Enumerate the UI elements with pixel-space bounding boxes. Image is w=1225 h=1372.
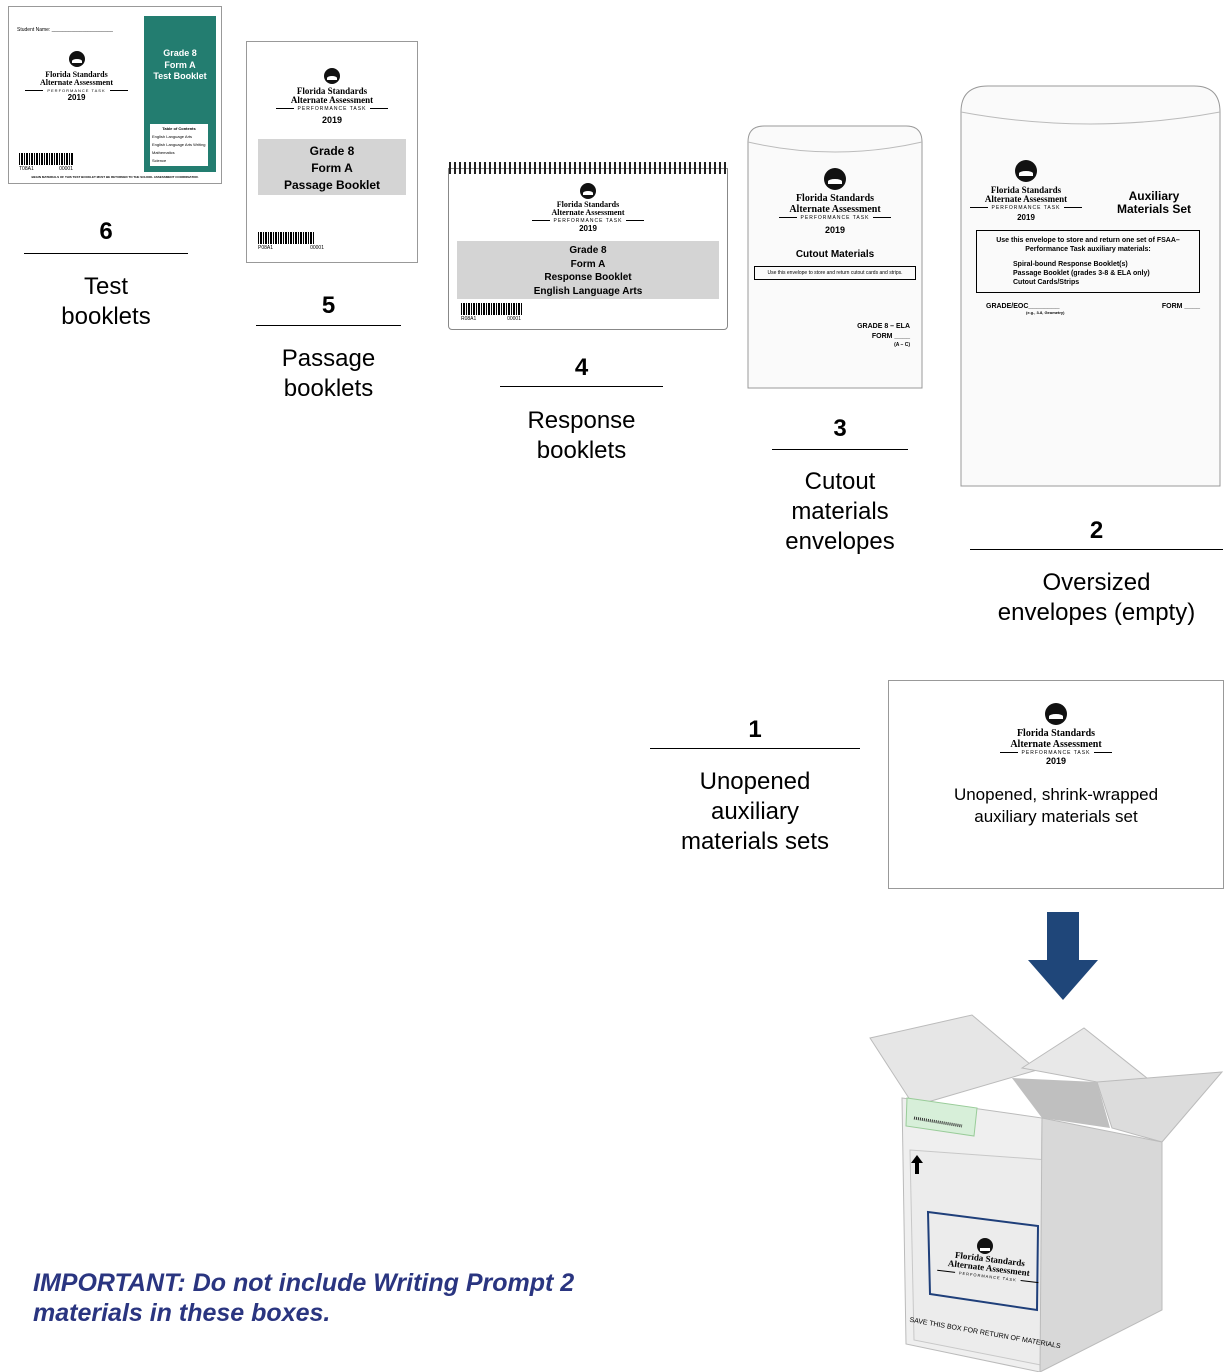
label-test-booklets: Test booklets bbox=[61, 273, 151, 330]
spiral-binding bbox=[449, 162, 727, 174]
label-cutout-envelopes: Cutout materials envelopes bbox=[785, 468, 895, 555]
shrink-wrapped-set: Florida Standards Alternate Assessment P… bbox=[888, 680, 1224, 889]
label-divider bbox=[772, 449, 908, 450]
fsaa-logo-icon bbox=[1015, 160, 1037, 182]
label-number-6: 6 bbox=[99, 218, 113, 245]
test-booklet: Student Name: ______________________ Flo… bbox=[8, 6, 222, 184]
cutout-instruction: Use this envelope to store and return cu… bbox=[754, 266, 916, 280]
important-note: IMPORTANT: Do not include Writing Prompt… bbox=[33, 1269, 575, 1327]
cutout-envelope: Florida Standards Alternate Assessment P… bbox=[748, 168, 922, 349]
table-of-contents: Table of Contents English Language Arts … bbox=[150, 124, 208, 166]
storage-box bbox=[869, 1014, 1224, 1372]
label-divider bbox=[24, 253, 188, 254]
label-number-4: 4 bbox=[574, 354, 589, 381]
label-passage-booklets: Passage booklets bbox=[281, 345, 376, 402]
passage-booklet: Florida Standards Alternate Assessment P… bbox=[246, 41, 418, 263]
test-booklet-footer: BEGIN MATERIALS OF THIS TEST BOOKLET MUS… bbox=[31, 175, 199, 179]
student-name-line: Student Name: ______________________ bbox=[17, 27, 113, 33]
response-booklet: Florida Standards Alternate Assessment P… bbox=[448, 162, 728, 330]
oversized-envelope: Florida Standards Alternate Assessment P… bbox=[962, 160, 1220, 315]
label-number-5: 5 bbox=[321, 292, 336, 319]
fsaa-logo-icon bbox=[324, 68, 340, 84]
test-booklet-cover-panel: Grade 8 Form A Test Booklet Table of Con… bbox=[144, 16, 216, 172]
barcode bbox=[461, 303, 523, 315]
passage-booklet-title: Grade 8 Form A Passage Booklet bbox=[258, 139, 406, 195]
label-unopened-sets: Unopened auxiliary materials sets bbox=[680, 768, 830, 855]
label-divider bbox=[650, 748, 860, 749]
label-number-1: 1 bbox=[748, 716, 762, 743]
test-booklet-brand: Florida Standards Alternate Assessment P… bbox=[19, 51, 134, 102]
cutout-envelope-outline bbox=[747, 125, 923, 389]
label-number-2: 2 bbox=[1089, 517, 1104, 544]
fsaa-logo-icon bbox=[824, 168, 846, 190]
label-number-3: 3 bbox=[833, 415, 847, 442]
label-divider bbox=[500, 386, 663, 387]
response-booklet-title: Grade 8 Form A Response Booklet English … bbox=[457, 241, 719, 299]
label-response-booklets: Response booklets bbox=[527, 407, 636, 464]
barcode bbox=[258, 232, 314, 244]
label-divider bbox=[970, 549, 1223, 550]
label-oversized-envelopes: Oversized envelopes (empty) bbox=[997, 569, 1196, 626]
fsaa-logo-icon bbox=[1045, 703, 1067, 725]
label-divider bbox=[256, 325, 401, 326]
barcode bbox=[19, 153, 73, 165]
aux-set-instruction: Use this envelope to store and return on… bbox=[976, 229, 1200, 294]
fsaa-logo-icon bbox=[68, 51, 85, 67]
oversized-envelope-outline bbox=[960, 85, 1221, 487]
down-arrow-icon bbox=[1028, 912, 1098, 1000]
fsaa-logo-icon bbox=[580, 183, 596, 199]
